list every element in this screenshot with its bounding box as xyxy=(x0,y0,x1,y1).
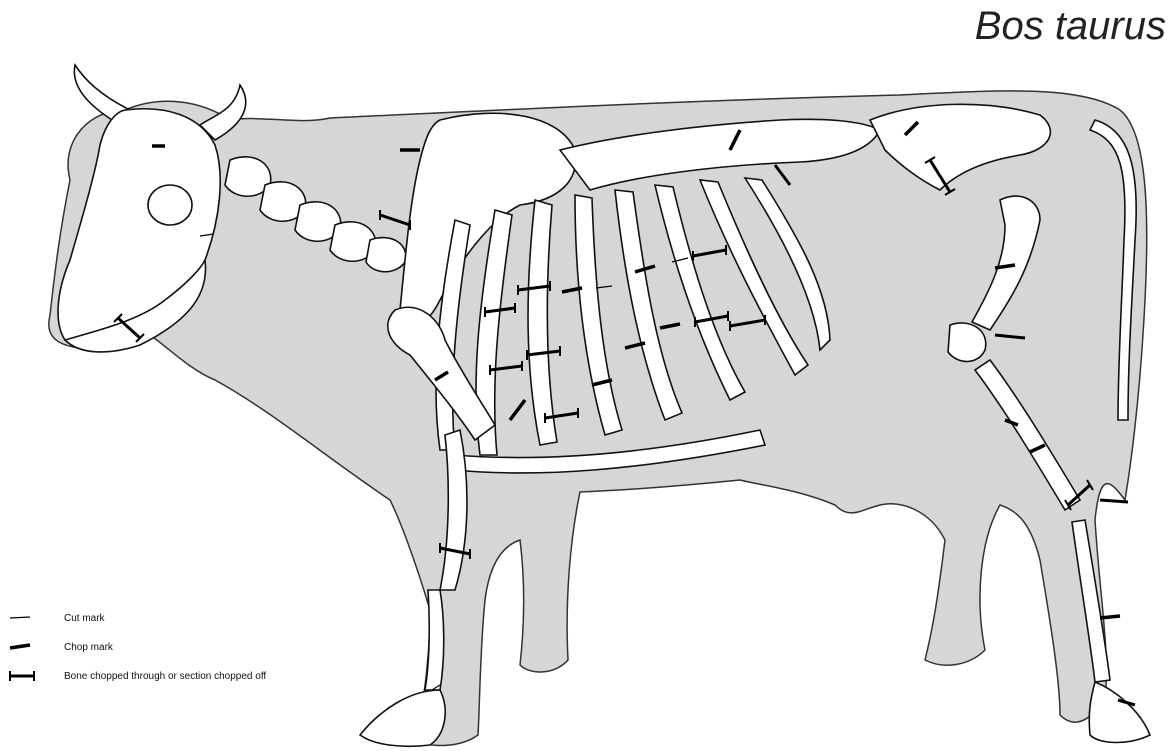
legend-item-cut: Cut mark xyxy=(8,611,105,625)
eye-orbit xyxy=(148,185,192,225)
chopped-through-icon xyxy=(8,669,38,683)
fore-hoof xyxy=(360,690,445,746)
legend-label-chopped-through: Bone chopped through or section chopped … xyxy=(64,671,266,682)
neck-vertebra-5 xyxy=(366,238,406,272)
chop-through-mark xyxy=(1100,500,1128,502)
legend-label-chop: Chop mark xyxy=(64,642,113,653)
legend-item-chopped-through: Bone chopped through or section chopped … xyxy=(8,669,266,683)
legend-item-chop: Chop mark xyxy=(8,640,113,654)
chop-mark-icon xyxy=(8,640,38,654)
chop-mark xyxy=(1100,616,1120,618)
cut-mark-icon xyxy=(8,611,38,625)
legend-label-cut: Cut mark xyxy=(64,613,105,624)
hind-hoof xyxy=(1089,682,1150,743)
